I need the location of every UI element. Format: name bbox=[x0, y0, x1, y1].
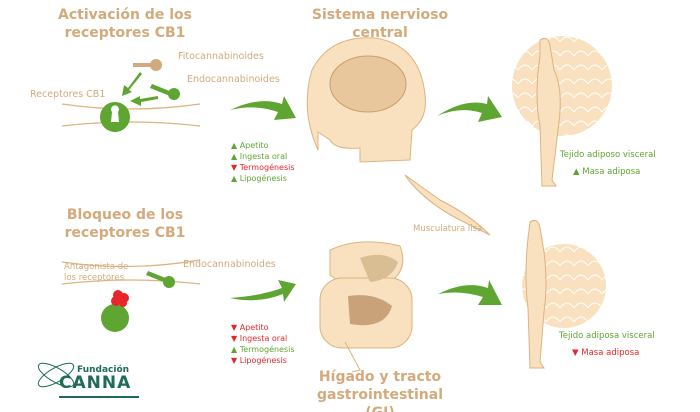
endo-label: Endocannabinoides bbox=[187, 74, 280, 85]
canna-logo: Fundación CANNA bbox=[59, 365, 131, 392]
intestine-icon bbox=[348, 295, 392, 326]
effect-text: Termogénesis bbox=[239, 163, 295, 172]
effect-text: Apetito bbox=[239, 141, 269, 150]
effect-text: Termogénesis bbox=[239, 345, 295, 354]
effect-item: ▼ Lipogénesis bbox=[231, 356, 287, 365]
effect-item: ▼ Apetito bbox=[231, 323, 269, 332]
top-effects: ▲ Apetito ▲ Ingesta oral ▼ Termogénesis … bbox=[231, 140, 295, 184]
brain-icon bbox=[329, 55, 407, 113]
bottom-tissue: Tejido adiposa visceral bbox=[559, 331, 655, 341]
logo-line2: CANNA bbox=[59, 373, 132, 393]
phyto-key-icon bbox=[133, 59, 162, 71]
effect-item: ▼ Ingesta oral bbox=[231, 334, 288, 343]
effect-text: Lipogénesis bbox=[239, 174, 287, 183]
keyhole-icon bbox=[111, 105, 119, 122]
phyto-label: Fitocannabinoides bbox=[178, 51, 264, 62]
smooth-muscle-icon bbox=[404, 174, 491, 236]
bottom-title: Bloqueo de los receptores CB1 bbox=[40, 206, 210, 242]
smooth-muscle-label: Musculatura lisa bbox=[413, 224, 483, 234]
body-fat-icon bbox=[512, 36, 612, 369]
effect-text: Ingesta oral bbox=[239, 152, 288, 161]
top-mass: ▲ Masa adiposa bbox=[573, 167, 641, 177]
effect-text: Ingesta oral bbox=[239, 334, 288, 343]
flow-arrows bbox=[230, 96, 502, 305]
logo-line1: Fundación bbox=[77, 365, 130, 375]
effect-item: ▼ Termogénesis bbox=[231, 163, 295, 172]
title-line: gastrointestinal (GI) bbox=[316, 387, 443, 412]
effect-item: ▲ Ingesta oral bbox=[231, 152, 288, 161]
endo-label-bottom: Endocannabinoides bbox=[183, 259, 276, 270]
effect-item: ▲ Lipogénesis bbox=[231, 174, 287, 183]
effect-item: ▲ Apetito bbox=[231, 141, 269, 150]
blocked-receptor-icon bbox=[101, 304, 129, 332]
effect-text: Lipogénesis bbox=[239, 356, 287, 365]
top-tissue: Tejido adiposo visceral bbox=[560, 150, 656, 160]
membrane-top bbox=[61, 103, 201, 285]
label-line: los receptores bbox=[64, 273, 125, 283]
effect-item: ▲ Termogénesis bbox=[231, 345, 295, 354]
top-title: Activación de los receptores CB1 bbox=[40, 6, 210, 42]
cns-title: Sistema nervioso central bbox=[311, 7, 449, 41]
title-line: Hígado y tracto bbox=[318, 369, 442, 385]
title-line: Bloqueo de los bbox=[66, 207, 184, 223]
effect-text: Apetito bbox=[239, 323, 269, 332]
endo-key-icon-bottom bbox=[146, 271, 175, 288]
endo-key-icon bbox=[150, 84, 180, 100]
title-line: receptores CB1 bbox=[64, 225, 186, 241]
canna-logo-atom-icon bbox=[37, 362, 75, 388]
mass-text: Masa adiposa bbox=[582, 167, 641, 177]
mass-text: Masa adiposa bbox=[581, 348, 640, 358]
title-line: receptores CB1 bbox=[64, 25, 186, 41]
receptors-label: Receptores CB1 bbox=[30, 89, 106, 100]
label-line: Antagonista de bbox=[64, 262, 129, 272]
bottom-effects: ▼ Apetito ▼ Ingesta oral ▲ Termogénesis … bbox=[231, 322, 295, 366]
title-line: Activación de los bbox=[58, 7, 192, 23]
binding-arrows bbox=[122, 72, 158, 106]
gi-title: Hígado y tracto gastrointestinal (GI) bbox=[300, 368, 460, 412]
bottom-mass: ▼ Masa adiposa bbox=[572, 348, 640, 358]
antagonist-icon bbox=[111, 290, 129, 307]
